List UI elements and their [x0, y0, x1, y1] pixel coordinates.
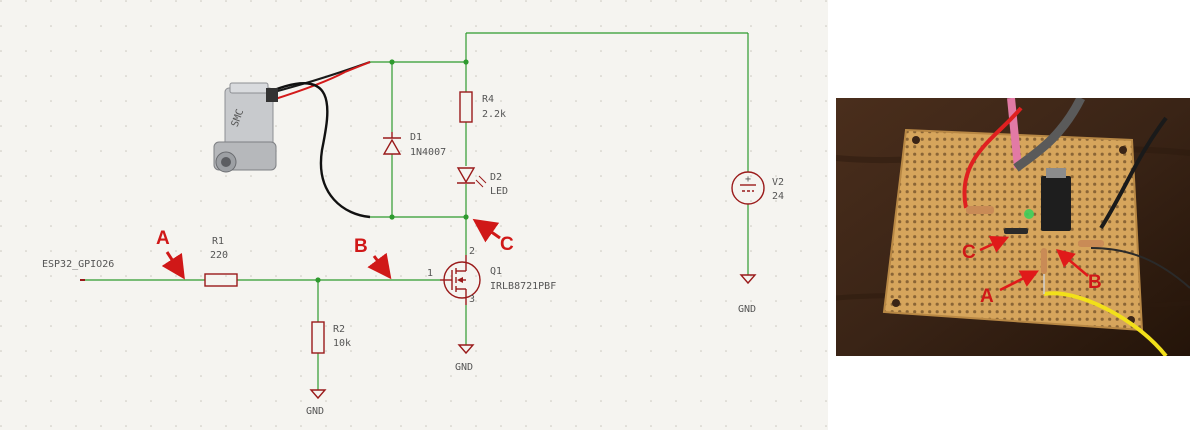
gnd-label-r2: GND	[306, 406, 324, 417]
schematic-panel: SMC R1 220 R2 10k R4 2.2k D1 1N4007	[0, 0, 828, 430]
r1-value: 220	[210, 250, 228, 261]
net-label-gpio: ESP32_GPIO26	[42, 259, 114, 270]
cables	[962, 98, 1190, 356]
voltage-source-v2: + V2 24	[731, 171, 784, 205]
annotation-b: B	[354, 236, 368, 257]
annotation-c: C	[500, 234, 514, 255]
gnd-symbols: GND GND GND	[306, 274, 757, 417]
photo-label-a: A	[980, 286, 994, 307]
d1-ref: D1	[410, 132, 422, 143]
wires	[80, 32, 749, 390]
annotations: A B C	[156, 218, 514, 280]
gnd-label-q1: GND	[455, 362, 473, 373]
r4-value: 2.2k	[482, 109, 506, 120]
q1-value: IRLB8721PBF	[490, 281, 556, 292]
q1-pin-drain: 2	[469, 246, 475, 257]
photo-label-c: C	[962, 242, 976, 263]
board-photo: C B A	[836, 98, 1190, 356]
diode-d1: D1 1N4007	[382, 132, 446, 158]
v2-plus: +	[745, 174, 751, 185]
v2-value: 24	[772, 191, 784, 202]
led-d2: D2 LED	[456, 167, 508, 197]
resistor-r4: R4 2.2k	[459, 91, 506, 123]
r2-value: 10k	[333, 338, 351, 349]
d2-value: LED	[490, 186, 508, 197]
d2-ref: D2	[490, 172, 502, 183]
q1-ref: Q1	[490, 266, 502, 277]
v2-ref: V2	[772, 177, 784, 188]
resistor-r1: R1 220	[204, 236, 238, 287]
r4-ref: R4	[482, 94, 494, 105]
d1-value: 1N4007	[410, 147, 446, 158]
photo-annotations: C B A	[962, 236, 1102, 307]
board-components	[966, 168, 1104, 294]
r1-ref: R1	[212, 236, 224, 247]
annotation-a: A	[156, 228, 170, 249]
mosfet-q1: 1 2 3 Q1 IRLB8721PBF	[427, 246, 556, 305]
grid-background	[0, 0, 828, 430]
q1-pin-gate: 1	[427, 268, 433, 279]
gnd-label-v2: GND	[738, 304, 756, 315]
photo-label-b: B	[1088, 272, 1102, 293]
q1-pin-source: 3	[469, 294, 475, 305]
solenoid-valve-illustration: SMC	[213, 60, 371, 219]
resistor-r2: R2 10k	[311, 321, 351, 354]
r2-ref: R2	[333, 324, 345, 335]
